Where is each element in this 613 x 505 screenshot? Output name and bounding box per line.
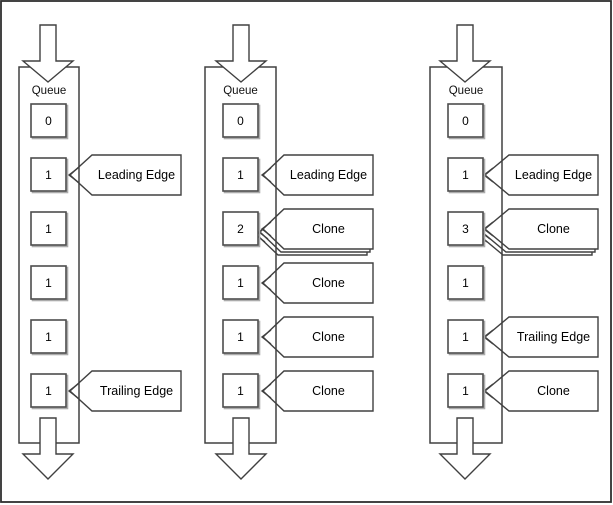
queue-cell: 1: [222, 157, 261, 194]
cell-box: [222, 319, 259, 354]
callout-clone: Clone: [260, 262, 374, 304]
cell-box: [222, 265, 259, 300]
queue-column-2: Leading Edge Clone Clone Clone Clone Q: [204, 24, 374, 480]
queue-cell: 1: [222, 373, 261, 410]
queue-cell: 1: [30, 319, 69, 356]
cell-value: 0: [45, 114, 52, 128]
cell-box: [447, 373, 484, 408]
outflow-arrow-icon: [438, 417, 492, 480]
callout-clone: Clone: [482, 370, 599, 412]
outflow-arrow-icon: [214, 417, 268, 480]
queue-cell: 1: [447, 319, 486, 356]
callout-label: Clone: [312, 222, 345, 236]
callout-clone: Clone: [260, 316, 374, 358]
callout-leading-edge: Leading Edge: [260, 154, 374, 196]
callout-label: Clone: [312, 384, 345, 398]
queue-cell: 0: [222, 103, 261, 140]
callout-clone: Clone: [260, 370, 374, 412]
cell-box: [30, 103, 67, 138]
queue-cell: 3: [447, 211, 486, 248]
cell-value: 1: [237, 384, 244, 398]
callout-label: Trailing Edge: [100, 384, 173, 398]
left-chevron-icon: [67, 383, 79, 399]
queue-cell: 1: [222, 265, 261, 302]
callout-label: Clone: [537, 384, 570, 398]
cell-box: [30, 265, 67, 300]
queue-cell: 2: [222, 211, 261, 248]
inflow-arrow-icon: [214, 24, 268, 83]
callout-trailing-edge: Trailing Edge: [482, 316, 599, 358]
queue-cell: 0: [447, 103, 486, 140]
left-chevron-icon: [260, 329, 272, 345]
cell-value: 3: [462, 222, 469, 236]
cell-box: [447, 319, 484, 354]
callout-leading-edge: Leading Edge: [67, 154, 182, 196]
cell-box: [447, 103, 484, 138]
queue-cell: 1: [30, 373, 69, 410]
queue-label: Queue: [32, 85, 67, 97]
cell-box: [222, 103, 259, 138]
left-chevron-icon: [260, 221, 272, 237]
callout-clone-stacked: Clone: [254, 208, 374, 256]
left-chevron-icon: [67, 167, 79, 183]
cell-value: 1: [237, 330, 244, 344]
cell-value: 1: [45, 276, 52, 290]
callout-label: Leading Edge: [290, 168, 367, 182]
callout-clone-stacked: Clone: [476, 208, 599, 256]
cell-value: 0: [462, 114, 469, 128]
cell-value: 1: [462, 330, 469, 344]
queue-column-1: Leading Edge Trailing Edge Queue 0 1 1 1: [18, 24, 182, 480]
cell-value: 1: [462, 168, 469, 182]
queue-cell: 1: [222, 319, 261, 356]
left-chevron-icon: [260, 383, 272, 399]
cell-box: [30, 211, 67, 246]
queue-column-3: Leading Edge Clone Trailing Edge Clone Q…: [429, 24, 599, 480]
inflow-arrow-icon: [438, 24, 492, 83]
callout-leading-edge: Leading Edge: [482, 154, 599, 196]
queue-cell: 1: [30, 265, 69, 302]
callout-label: Trailing Edge: [517, 330, 590, 344]
left-chevron-icon: [260, 167, 272, 183]
cell-value: 1: [237, 276, 244, 290]
queue-cell: 1: [30, 211, 69, 248]
queue-cell: 1: [447, 373, 486, 410]
cell-box: [447, 265, 484, 300]
cell-value: 1: [237, 168, 244, 182]
cell-value: 1: [45, 384, 52, 398]
queue-cell: 1: [30, 157, 69, 194]
cell-value: 2: [237, 222, 244, 236]
callout-label: Clone: [537, 222, 570, 236]
cell-box: [222, 211, 259, 246]
cell-box: [30, 157, 67, 192]
cell-value: 0: [237, 114, 244, 128]
queue-label: Queue: [449, 85, 484, 97]
cell-box: [30, 319, 67, 354]
cell-box: [447, 211, 484, 246]
cell-box: [222, 157, 259, 192]
queue-cell: 1: [447, 265, 486, 302]
cell-value: 1: [462, 384, 469, 398]
cell-value: 1: [45, 330, 52, 344]
left-chevron-icon: [260, 275, 272, 291]
cell-box: [222, 373, 259, 408]
queue-label: Queue: [223, 85, 258, 97]
cell-value: 1: [45, 168, 52, 182]
outflow-arrow-icon: [21, 417, 75, 480]
cell-box: [30, 373, 67, 408]
cell-value: 1: [45, 222, 52, 236]
callout-label: Leading Edge: [515, 168, 592, 182]
callout-label: Clone: [312, 276, 345, 290]
callout-label: Clone: [312, 330, 345, 344]
queue-cell: 1: [447, 157, 486, 194]
callout-label: Leading Edge: [98, 168, 175, 182]
queue-cell: 0: [30, 103, 69, 140]
cell-box: [447, 157, 484, 192]
inflow-arrow-icon: [21, 24, 75, 83]
cell-value: 1: [462, 276, 469, 290]
callout-trailing-edge: Trailing Edge: [67, 370, 182, 412]
